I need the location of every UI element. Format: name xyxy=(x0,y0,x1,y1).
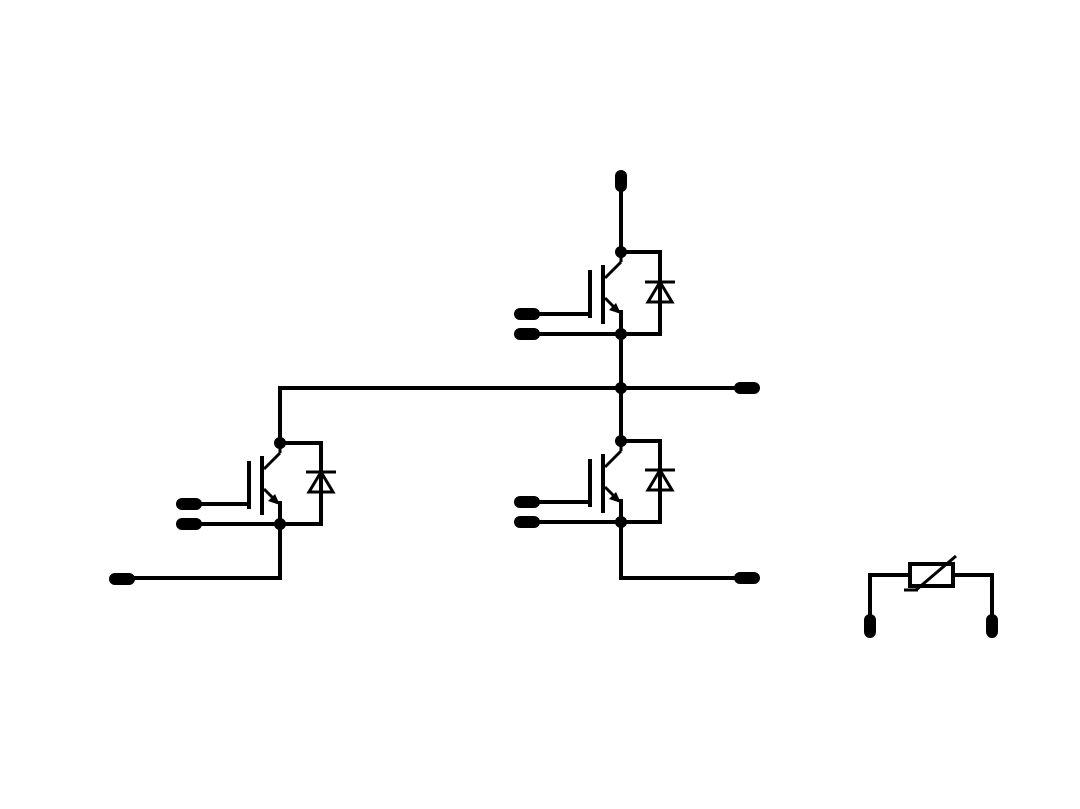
diode-upper xyxy=(645,279,675,304)
left-switch xyxy=(109,437,336,585)
ntc-thermistor xyxy=(864,554,998,638)
diode-lower xyxy=(645,467,675,492)
lower-right-switch xyxy=(514,435,760,584)
upper-right-switch xyxy=(514,170,675,340)
diode-left xyxy=(306,469,336,494)
